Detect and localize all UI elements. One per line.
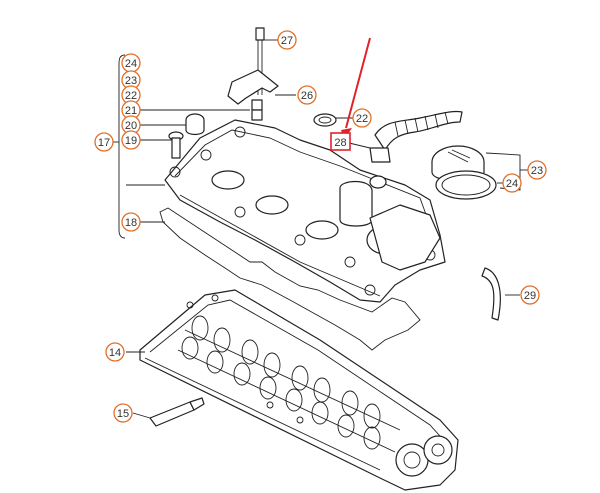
callout-27: 27 — [277, 30, 297, 50]
callout-14: 14 — [105, 342, 125, 362]
callout-24: 24 — [121, 53, 141, 73]
callout-26: 26 — [297, 85, 317, 105]
callout-24-right: 24 — [502, 173, 522, 193]
svg-text:28: 28 — [334, 137, 346, 149]
callout-18: 18 — [121, 212, 141, 232]
svg-text:20: 20 — [125, 120, 137, 132]
sealant-tube — [149, 397, 205, 427]
svg-text:19: 19 — [125, 135, 137, 147]
svg-text:23: 23 — [125, 75, 137, 87]
breather-hose — [369, 110, 463, 163]
svg-text:29: 29 — [524, 290, 536, 302]
callout-20: 20 — [121, 115, 141, 135]
bracket — [227, 69, 279, 105]
svg-text:27: 27 — [281, 35, 293, 47]
callout-28: 28 — [330, 132, 351, 151]
callout-22-right: 22 — [352, 108, 372, 128]
filler-cap-seal — [435, 170, 497, 200]
svg-text:15: 15 — [117, 408, 129, 420]
svg-text:24: 24 — [506, 178, 518, 190]
callout-29: 29 — [520, 285, 540, 305]
svg-text:23: 23 — [531, 165, 543, 177]
svg-text:26: 26 — [301, 90, 313, 102]
group-brace — [118, 54, 126, 239]
callout-23-right: 23 — [527, 160, 547, 180]
callout-19: 19 — [121, 130, 141, 150]
callout-22: 22 — [121, 85, 141, 105]
svg-text:14: 14 — [109, 347, 121, 359]
callout-17: 17 — [94, 132, 114, 152]
svg-text:21: 21 — [125, 105, 137, 117]
svg-text:24: 24 — [125, 58, 137, 70]
svg-text:17: 17 — [98, 137, 110, 149]
svg-text:22: 22 — [125, 90, 137, 102]
hose — [481, 267, 501, 321]
svg-text:22: 22 — [356, 113, 368, 125]
svg-text:18: 18 — [125, 217, 137, 229]
callout-21: 21 — [121, 100, 141, 120]
seal-ring — [313, 113, 337, 127]
screw — [168, 131, 184, 159]
cylinder-head — [139, 289, 459, 491]
valve-cover — [164, 119, 446, 303]
callout-15: 15 — [113, 403, 133, 423]
cover-gasket — [159, 207, 421, 351]
spacer — [251, 99, 263, 121]
grommet — [185, 113, 205, 136]
